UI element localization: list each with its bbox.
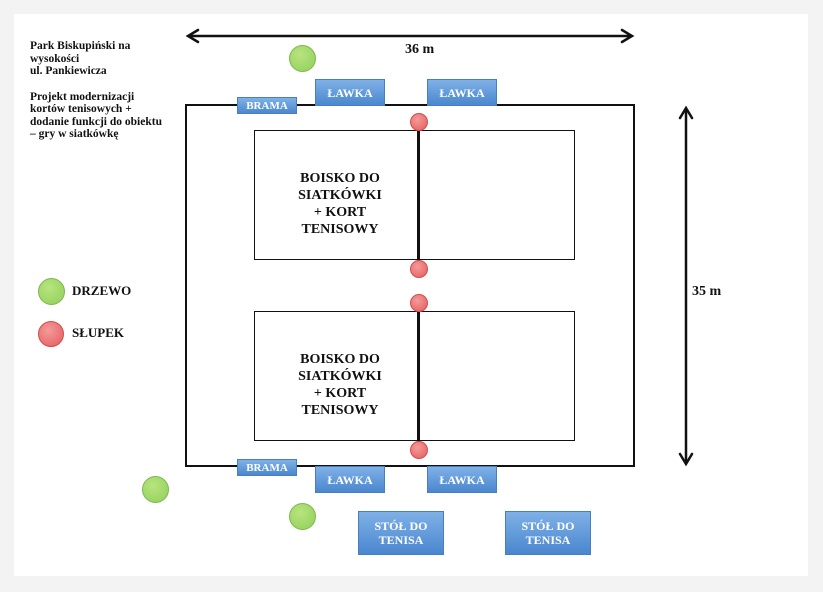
net-top [417, 122, 420, 268]
legend-post-label: SŁUPEK [72, 325, 125, 340]
tree-marker [289, 503, 316, 530]
bench-top-left: ŁAWKA [315, 79, 385, 106]
table-tennis-left: STÓŁ DO TENISA [358, 511, 444, 555]
description-line: Projekt modernizacji [30, 90, 135, 103]
legend-tree-label: DRZEWO [72, 283, 132, 298]
post-marker [410, 113, 428, 131]
bench-bottom-right: ŁAWKA [427, 466, 497, 493]
bench-bottom-left: ŁAWKA [315, 466, 385, 493]
description-line: Park Biskupiński na [30, 40, 131, 52]
table-tennis-right: STÓŁ DO TENISA [505, 511, 591, 555]
tree-marker [289, 45, 316, 72]
height-arrow-top-head [678, 105, 694, 120]
court-top [254, 130, 575, 260]
court-bottom [254, 311, 575, 441]
legend-post-icon [38, 321, 64, 347]
description-line: – gry w siatkówkę [30, 128, 119, 140]
legend-tree-icon [38, 278, 65, 305]
width-arrow-left-head [185, 28, 200, 44]
description-line: ul. Pankiewicza [30, 65, 107, 77]
bench-top-right: ŁAWKA [427, 79, 497, 106]
width-label: 36 m [405, 42, 435, 57]
description-line: kortów tenisowych + [30, 103, 132, 115]
gate-top: BRAMA [237, 97, 297, 114]
post-marker [410, 441, 428, 459]
post-marker [410, 260, 428, 278]
width-arrow-right-head [620, 28, 635, 44]
facility-boundary [185, 104, 635, 467]
description-line: wysokości [30, 52, 80, 65]
gate-bottom: BRAMA [237, 459, 297, 476]
project-description: Park Biskupiński na wysokości ul. Pankie… [30, 40, 180, 154]
net-bottom [417, 303, 420, 449]
post-marker [410, 294, 428, 312]
court-top-label: BOISKO DO SIATKÓWKI + KORT TENISOWY [298, 171, 382, 237]
height-arrow-bottom-head [678, 452, 694, 467]
court-bottom-label: BOISKO DO SIATKÓWKI + KORT TENISOWY [298, 352, 382, 418]
height-label: 35 m [692, 284, 722, 299]
tree-marker [142, 476, 169, 503]
description-line: dodanie funkcji do obiektu [30, 115, 162, 128]
